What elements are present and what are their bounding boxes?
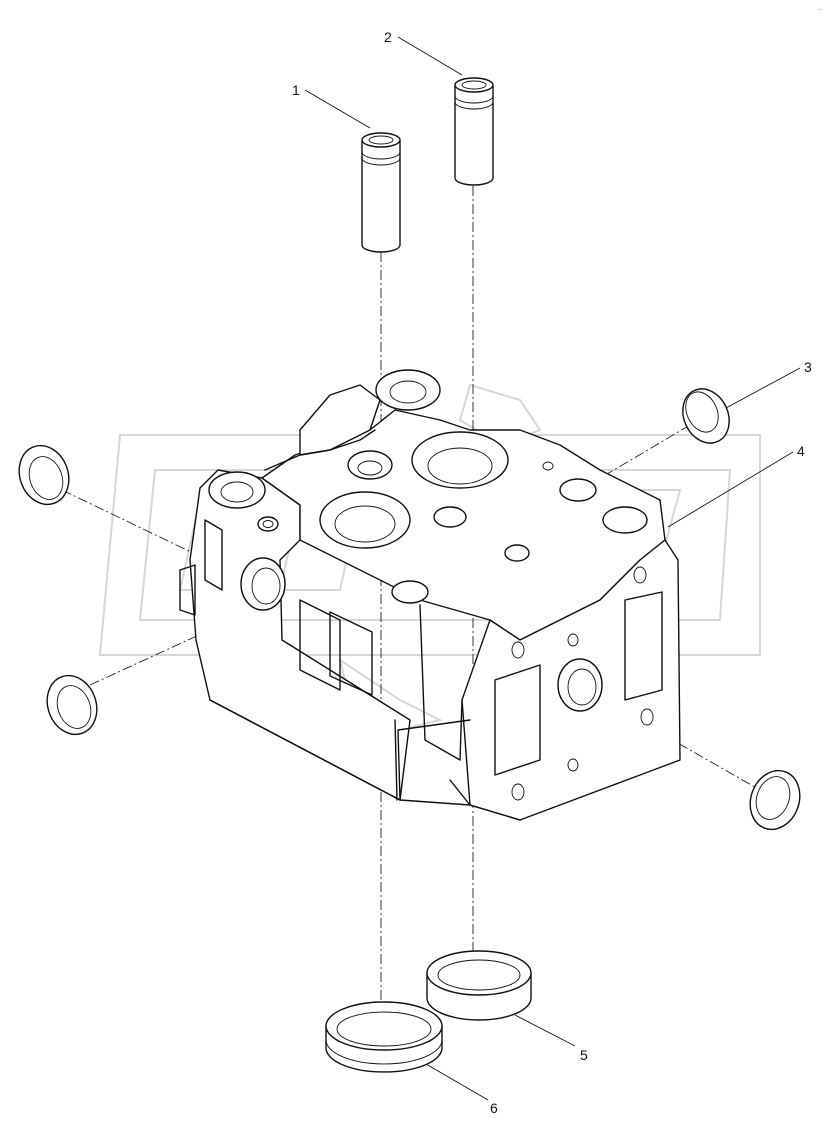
callout-2: 2 <box>384 29 392 45</box>
sealing-plug-right-bottom <box>749 769 801 831</box>
valve-seat-ring-6 <box>325 1001 443 1073</box>
callout-3: 3 <box>804 359 812 375</box>
callout-1: 1 <box>292 82 300 98</box>
valve-guide-1 <box>361 132 401 253</box>
valve-seat-ring-5 <box>426 950 532 1021</box>
sealing-plug-left-bottom <box>46 674 98 736</box>
sealing-plug-top-right <box>682 388 730 444</box>
callout-6: 6 <box>490 1100 498 1116</box>
callout-labels: 1 2 3 4 5 6 <box>292 29 812 1116</box>
sealing-plug-left-top <box>18 444 70 506</box>
callout-leaders <box>304 36 801 1101</box>
cylinder-head <box>179 369 681 821</box>
valve-guide-2 <box>454 77 494 186</box>
corner-mark: .. <box>818 3 822 12</box>
callout-4: 4 <box>797 443 805 459</box>
callout-5: 5 <box>580 1047 588 1063</box>
